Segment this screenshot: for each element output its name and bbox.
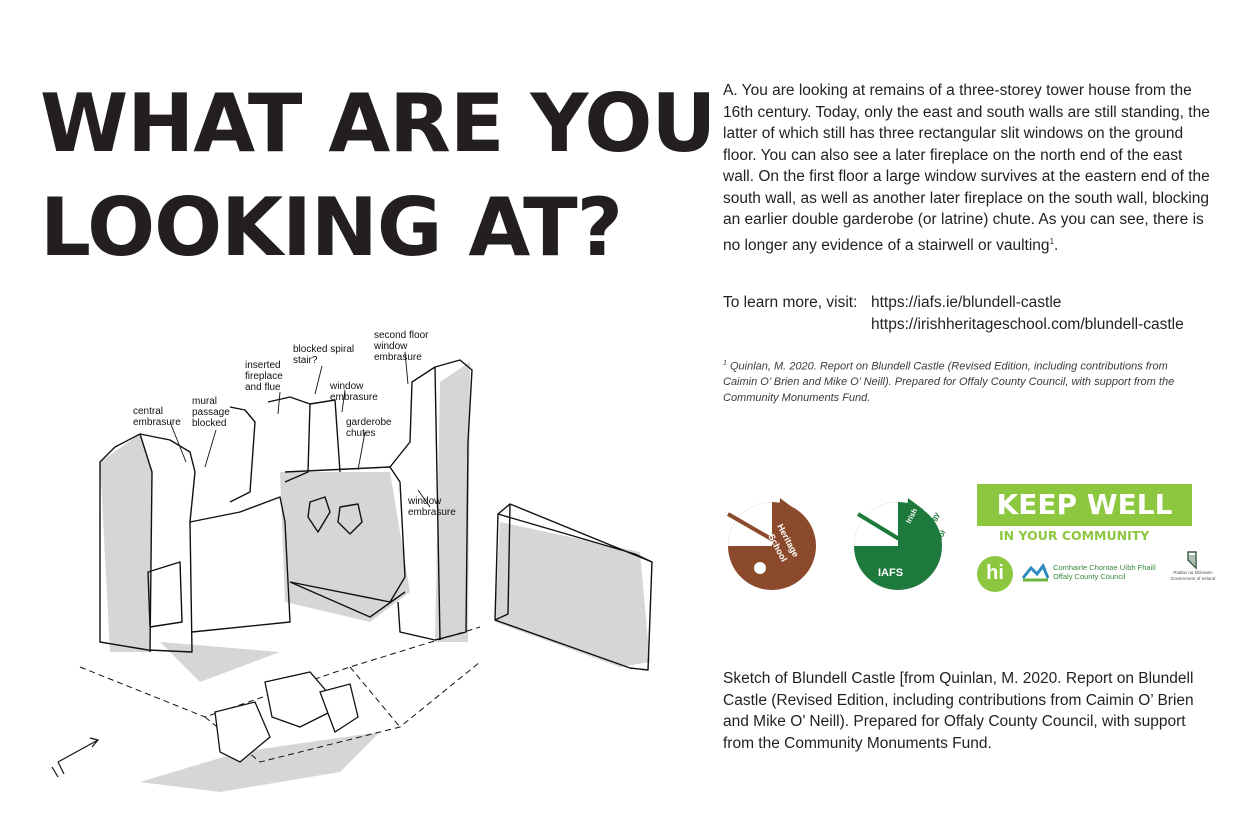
sketch-walls [99,359,653,671]
headline-line-1: WHAT ARE YOU [40,77,716,170]
footnote-ref: 1 [1049,236,1055,246]
sketch-labels: second floor window embrasure blocked sp… [133,330,456,518]
label-garderobe-1: garderobe [346,417,392,428]
hi-logo: hi [977,556,1013,592]
learn-more-label: To learn more, visit: [723,294,858,311]
keep-well-subtitle: IN YOUR COMMUNITY [999,528,1150,543]
description-text: A. You are looking at remains of a three… [723,82,1210,254]
offaly-council-text: Comhairle Chontae Uíbh Fhailí Offaly Cou… [1053,563,1156,581]
label-window-embrasure-2: embrasure [330,392,378,403]
label-mural-2: passage [192,407,230,418]
label-second-floor-1: second floor [374,330,429,341]
label-second-floor-2: window [373,341,408,352]
keep-well-logo: KEEP WELL IN YOUR COMMUNITY hi Comhairle… [977,484,1222,594]
sketch-caption: Sketch of Blundell Castle [from Quinlan,… [723,670,1194,752]
iafs-abbr: IAFS [878,567,903,579]
label-window-embrasure-b-2: embrasure [408,507,456,518]
irish-heritage-school-logo: IRISH Heritage School [727,498,816,590]
keep-well-title: KEEP WELL [977,484,1192,526]
sketch-leaders [169,351,431,508]
label-spiral-2: stair? [293,355,318,366]
council-english: Offaly County Council [1053,572,1126,581]
label-second-floor-3: embrasure [374,352,422,363]
footnote-text: Quinlan, M. 2020. Report on Blundell Cas… [723,360,1175,405]
label-window-embrasure-b-1: window [407,496,442,507]
gov-english: Government of Ireland [1170,575,1216,581]
label-fireplace-3: and flue [245,382,281,393]
offaly-council-icon [1021,563,1049,582]
label-mural-3: blocked [192,418,226,429]
label-garderobe-2: chutes [346,428,375,439]
description-end: . [1054,236,1059,254]
link-iafs[interactable]: https://iafs.ie/blundell-castle [871,294,1062,311]
label-window-embrasure-1: window [329,381,364,392]
footnote: 1 Quinlan, M. 2020. Report on Blundell C… [723,356,1203,407]
learn-more: To learn more, visit: https://iafs.ie/bl… [723,292,1223,335]
label-mural-1: mural [192,396,217,407]
headline-line-2: LOOKING AT? [40,181,623,274]
label-central-1: central [133,406,163,417]
link-irish-heritage-school[interactable]: https://irishheritageschool.com/blundell… [871,315,1184,333]
label-fireplace-1: inserted [245,360,281,371]
harp-icon [1187,551,1197,570]
label-central-2: embrasure [133,417,181,428]
castle-sketch: second floor window embrasure blocked sp… [51,330,653,792]
iafs-logo: Irish Archaeology Field School IAFS [854,498,948,590]
description-paragraph: A. You are looking at remains of a three… [723,80,1213,256]
footnote-number: 1 [723,360,727,367]
page-headline: WHAT ARE YOU LOOKING AT? [40,72,720,280]
government-text: Rialtas na hÉireann Government of Irelan… [1169,570,1217,581]
gov-irish: Rialtas na hÉireann [1173,570,1213,575]
north-arrow [51,737,100,778]
council-irish: Comhairle Chontae Uíbh Fhailí [1053,563,1156,572]
sketch-fragments [214,671,359,763]
label-spiral-1: blocked spiral [293,344,354,355]
label-fireplace-2: fireplace [245,371,283,382]
